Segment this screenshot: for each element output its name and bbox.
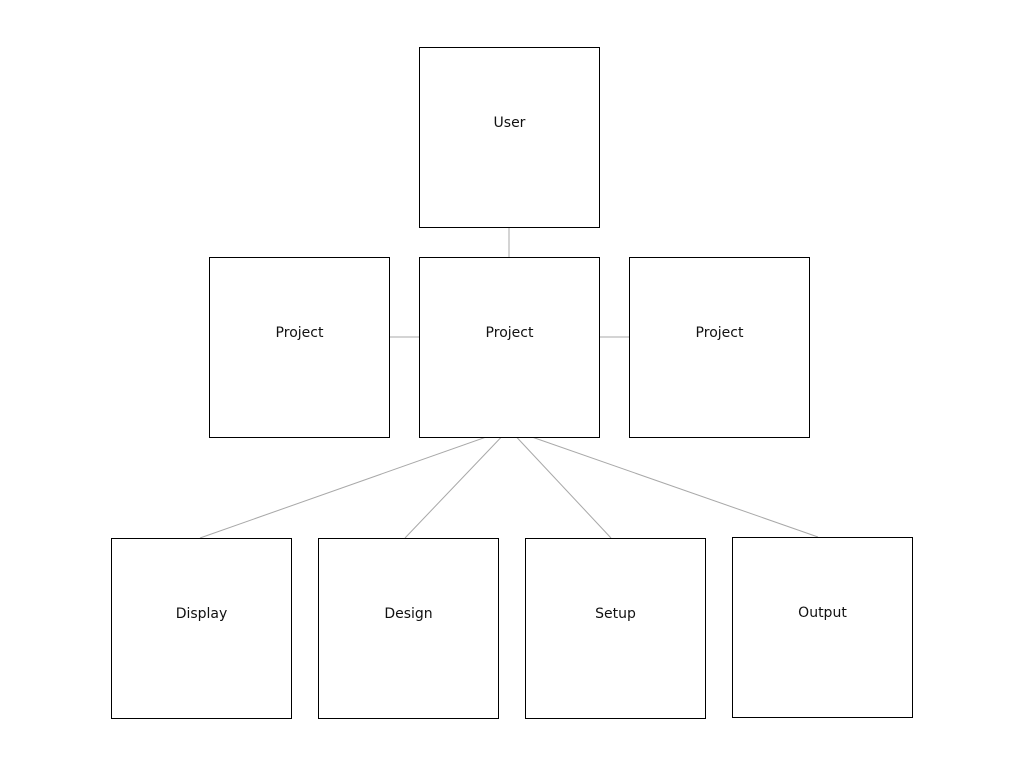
node-project-left-label: Project: [275, 325, 324, 341]
node-project-right[interactable]: Project: [629, 257, 810, 438]
edge-project-center-design: [404, 428, 510, 539]
node-project-center-label: Project: [485, 325, 534, 341]
node-project-left[interactable]: Project: [209, 257, 390, 438]
node-design[interactable]: Design: [318, 538, 499, 719]
node-user[interactable]: User: [419, 47, 600, 228]
node-user-label: User: [493, 115, 526, 131]
node-display[interactable]: Display: [111, 538, 292, 719]
node-project-right-label: Project: [695, 325, 744, 341]
edge-project-center-output: [508, 428, 819, 538]
node-project-center[interactable]: Project: [419, 257, 600, 438]
edge-project-center-display: [199, 428, 510, 539]
node-output[interactable]: Output: [732, 537, 913, 718]
node-output-label: Output: [798, 605, 847, 621]
node-setup[interactable]: Setup: [525, 538, 706, 719]
edge-project-center-setup: [508, 428, 612, 539]
node-design-label: Design: [384, 606, 433, 622]
node-setup-label: Setup: [595, 606, 636, 622]
node-display-label: Display: [175, 606, 228, 622]
